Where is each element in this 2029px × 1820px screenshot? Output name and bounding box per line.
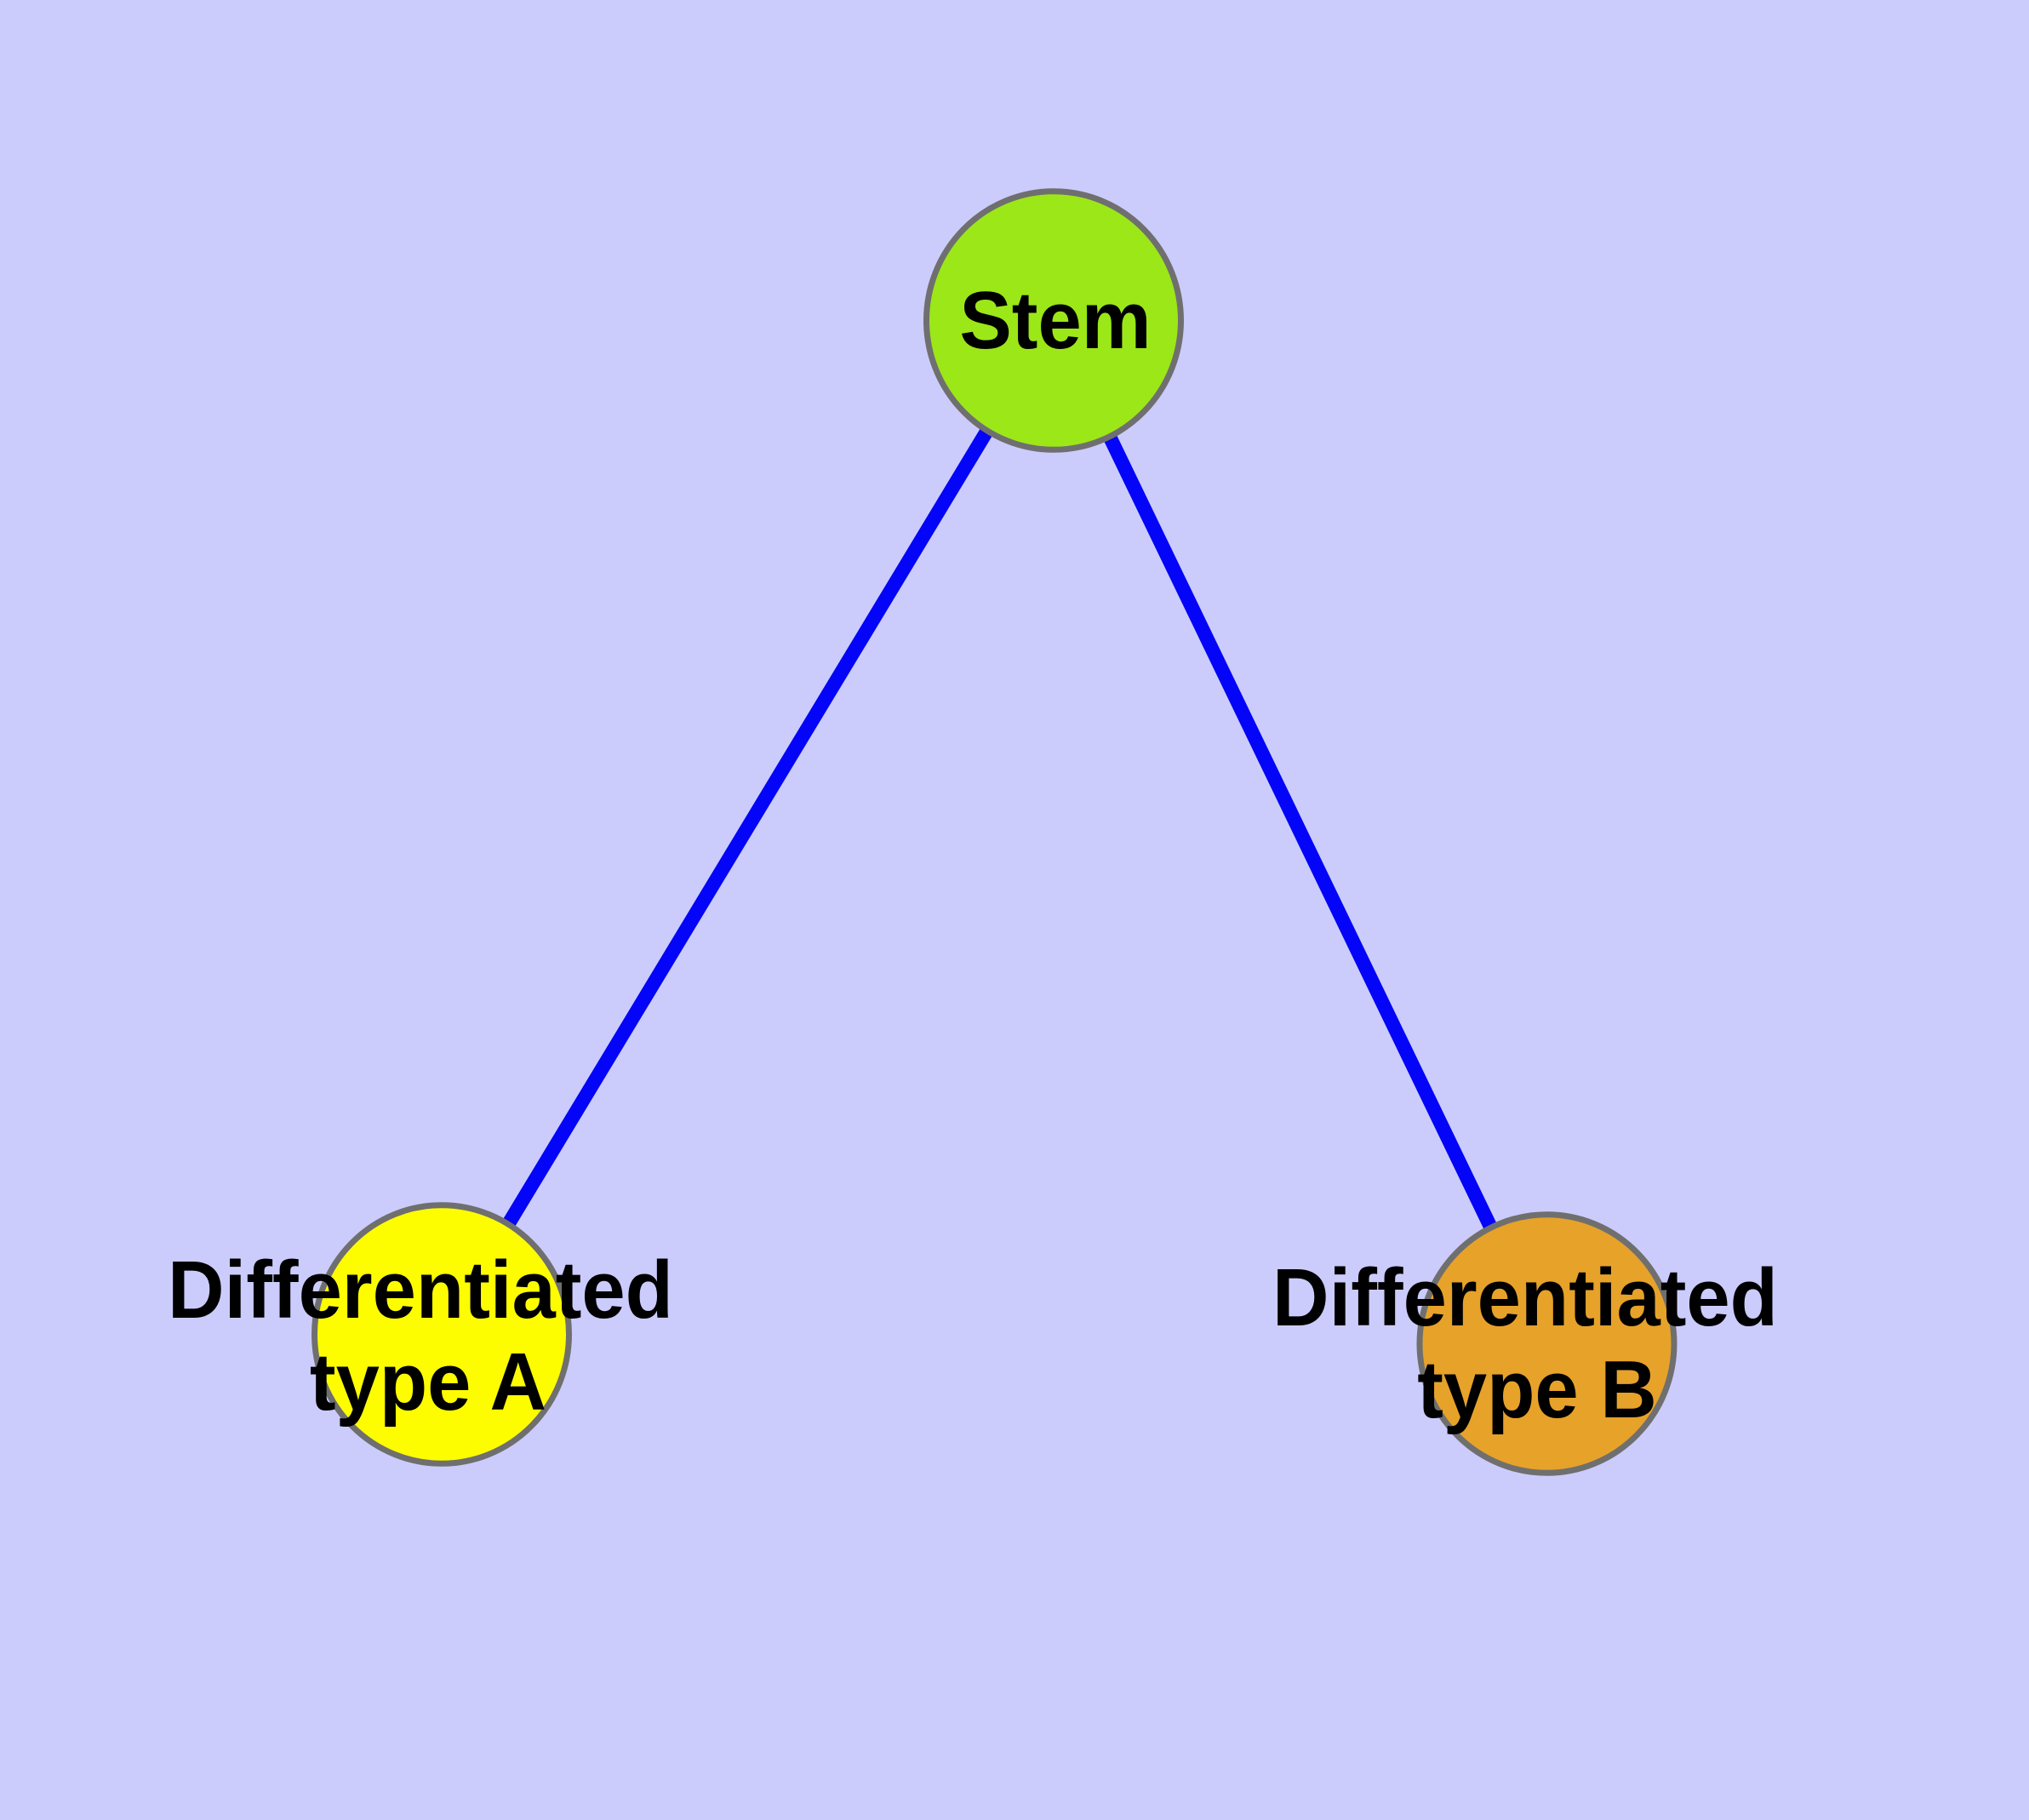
svg-text:Stem: Stem: [959, 274, 1151, 365]
svg-text:type B: type B: [1417, 1343, 1657, 1434]
svg-text:type A: type A: [310, 1336, 546, 1427]
svg-text:Differentiated: Differentiated: [168, 1244, 673, 1335]
svg-text:Differentiated: Differentiated: [1272, 1251, 1778, 1342]
